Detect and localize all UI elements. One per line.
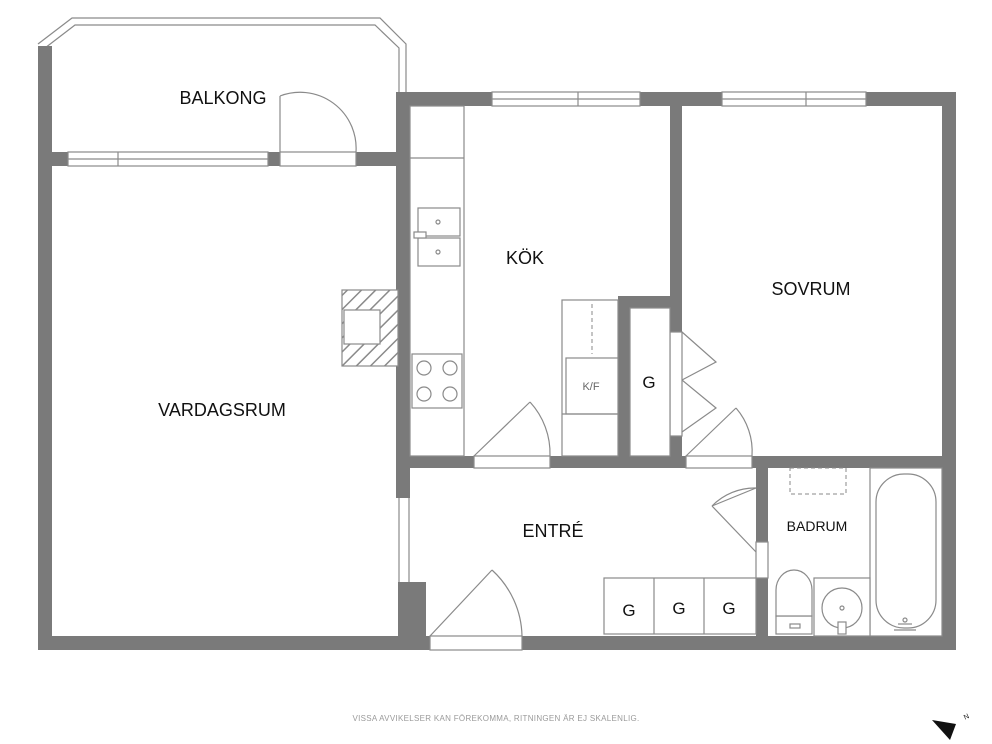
bathroom-sink-icon — [813, 577, 871, 637]
room-label-entre: ENTRÉ — [522, 521, 583, 541]
north-arrow-label: N — [963, 713, 971, 721]
disclaimer-text: VISSA AVVIKELSER KAN FÖREKOMMA, RITNINGE… — [352, 714, 639, 723]
room-label-badrum: BADRUM — [787, 518, 848, 534]
wardrobe-hall-1-label: G — [622, 601, 635, 620]
stove-icon — [411, 353, 463, 409]
sink-icon — [413, 207, 461, 267]
room-label-vardagsrum: VARDAGSRUM — [158, 400, 286, 420]
windows — [67, 91, 867, 582]
wardrobe-kitchen: G — [629, 307, 671, 457]
toilet-icon — [775, 569, 813, 635]
room-label-sovrum: SOVRUM — [771, 279, 850, 299]
wardrobe-hall-2-label: G — [672, 599, 685, 618]
bathroom-fixtures — [775, 467, 943, 637]
bathtub-icon — [869, 467, 943, 637]
fridge-freezer-label: K/F — [582, 381, 599, 393]
wardrobe-hall-3-label: G — [722, 599, 735, 618]
room-labels: BALKONG KÖK SOVRUM VARDAGSRUM ENTRÉ BADR… — [158, 88, 850, 541]
doors — [279, 91, 769, 651]
room-label-balkong: BALKONG — [179, 88, 266, 108]
fireplace — [341, 289, 399, 367]
fridge-freezer: K/F — [561, 299, 619, 457]
kitchen-counter: K/F G — [409, 105, 671, 457]
balcony — [37, 17, 407, 166]
north-arrow-icon: N — [932, 713, 970, 740]
hall-wardrobes: G G G — [603, 577, 757, 635]
room-label-kok: KÖK — [506, 248, 544, 268]
walls — [38, 92, 956, 650]
wardrobe-kitchen-label: G — [642, 373, 655, 392]
